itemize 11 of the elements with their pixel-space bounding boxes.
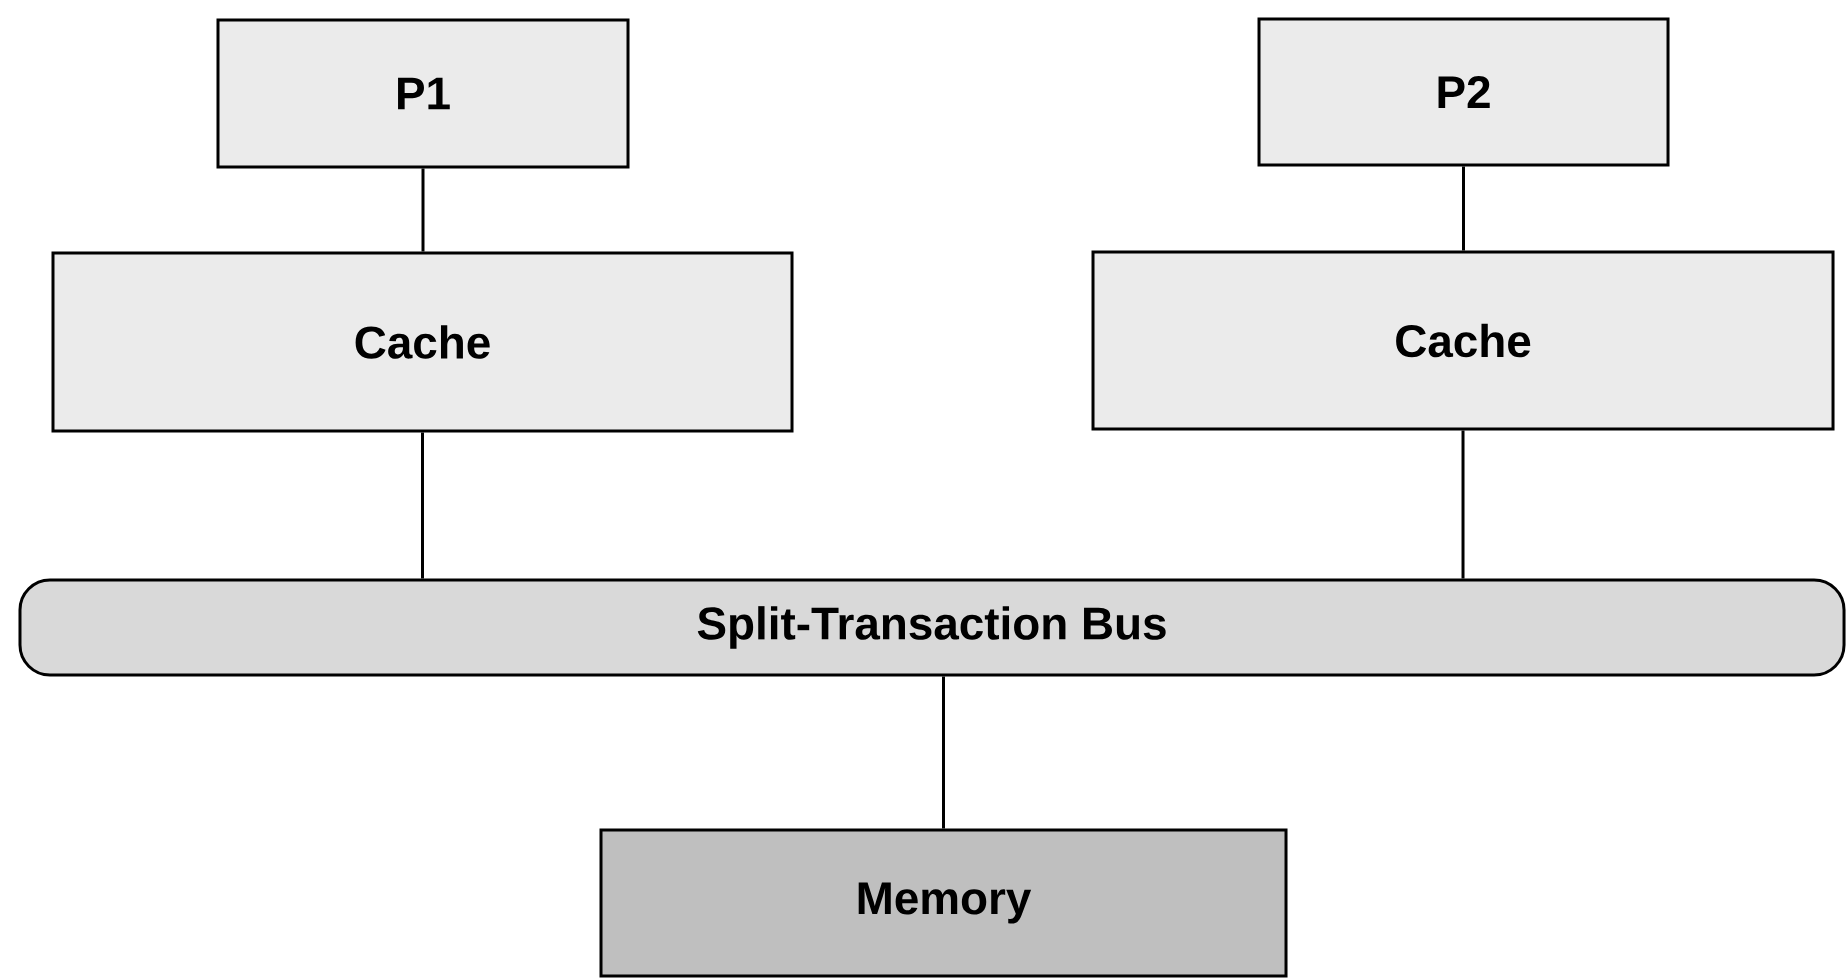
connector-line [942, 676, 945, 829]
processor-box: P1 [216, 18, 630, 169]
connector-line [421, 168, 425, 252]
cache-box: Cache [1091, 250, 1835, 431]
cache-box: Cache [51, 251, 794, 433]
connector-line [1462, 166, 1465, 251]
processor-box: P2 [1257, 17, 1670, 167]
connector-line [1461, 430, 1465, 579]
bus-bar: Split-Transaction Bus [18, 578, 1846, 677]
memory-box: Memory [599, 828, 1288, 978]
connector-line [421, 432, 424, 579]
